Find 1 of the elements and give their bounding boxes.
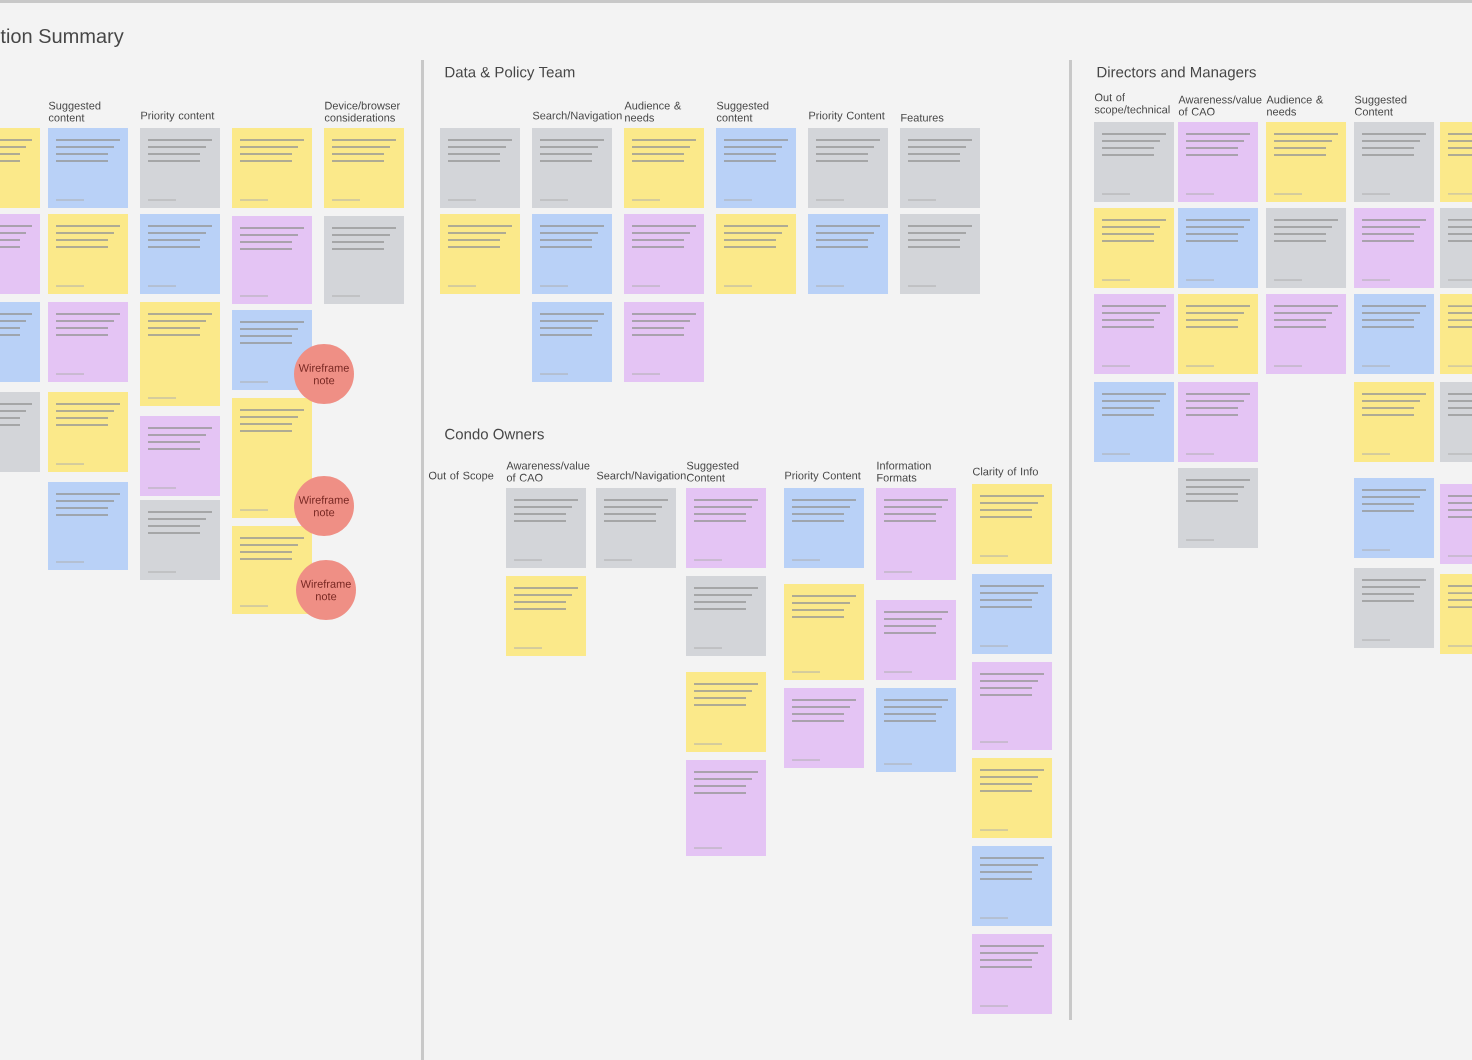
section-title: tion Summary	[0, 28, 124, 48]
